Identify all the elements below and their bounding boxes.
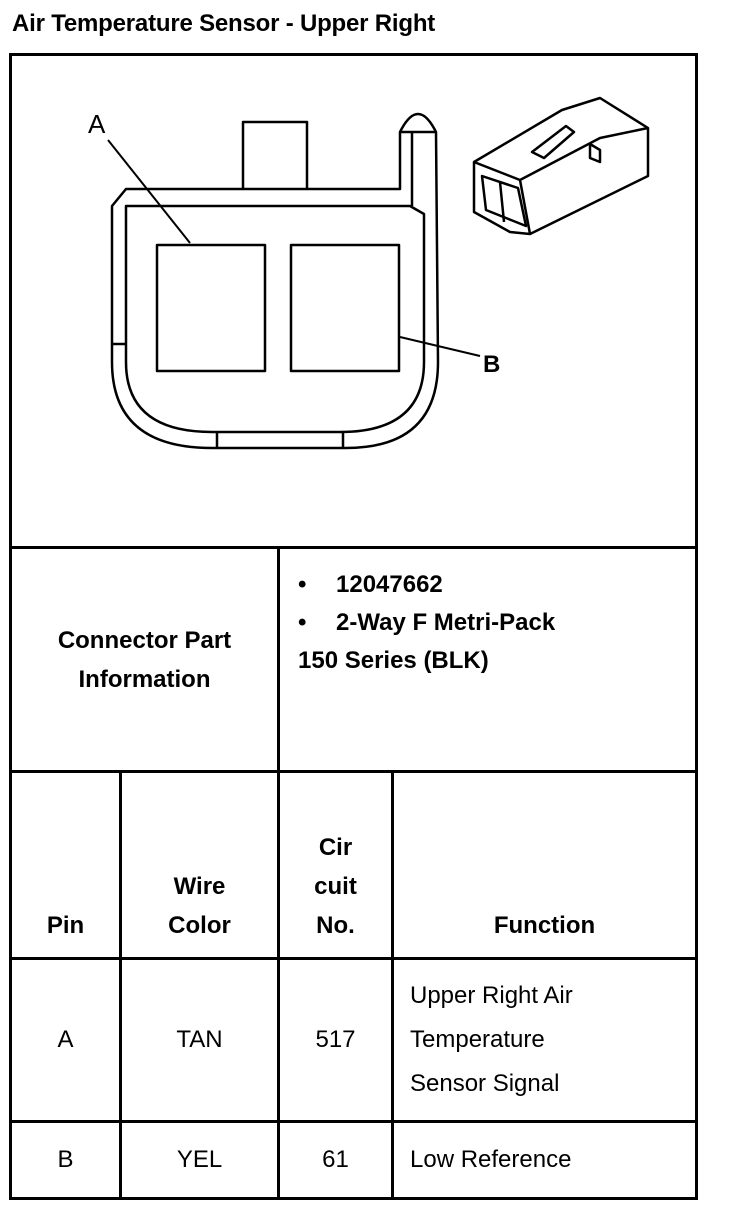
divider-connector-bottom <box>9 770 698 773</box>
row-a-function-line3: Sensor Signal <box>410 1070 560 1097</box>
header-function: Function <box>394 773 695 957</box>
row-a-circuit: 517 <box>315 1026 356 1053</box>
header-function-text: Function <box>493 912 596 939</box>
header-pin: Pin <box>12 773 119 957</box>
header-wire-color-line1: Wire <box>173 873 226 900</box>
row-b-function-line1: Low Reference <box>410 1146 572 1173</box>
bullet-icon: • <box>298 609 307 636</box>
row-a-wire-color: TAN <box>176 1026 223 1053</box>
header-wire-color: Wire Color <box>122 773 277 957</box>
header-circuit-no: Cir cuit No. <box>280 773 391 957</box>
connector-diagram: A B <box>88 96 650 450</box>
row-a-function-line1: Upper Right Air <box>410 982 573 1009</box>
header-circuit-line1: Cir <box>318 834 353 861</box>
header-pin-text: Pin <box>46 912 85 939</box>
header-circuit-line3: No. <box>316 912 355 939</box>
divider-connector-col <box>277 546 280 1200</box>
header-circuit-line2: cuit <box>314 873 357 900</box>
part-description-item: • 2-Way F Metri-Pack <box>298 604 555 642</box>
connector-part-label-line2: Information <box>78 665 211 693</box>
part-number: 12047662 <box>336 571 443 598</box>
connector-part-label-line1: Connector Part <box>57 626 232 654</box>
row-a-pin: A <box>57 1026 74 1053</box>
row-b-pin: B <box>57 1146 74 1173</box>
page-title: Air Temperature Sensor - Upper Right <box>12 10 436 37</box>
part-description-line2: 150 Series (BLK) <box>298 647 489 674</box>
row-b-circuit: 61 <box>322 1146 349 1173</box>
divider-circuit-col <box>391 770 394 1200</box>
pin-a-callout: A <box>88 109 106 139</box>
divider-row-b-bottom <box>9 1197 698 1200</box>
connector-part-details: • 12047662 • 2-Way F Metri-Pack 150 Series… <box>298 566 555 680</box>
divider-diagram-bottom <box>9 546 698 549</box>
header-wire-color-line2: Color <box>168 912 231 939</box>
connector-table-frame <box>9 53 698 1200</box>
row-b-function: Low Reference <box>410 1123 695 1197</box>
divider-row-a-bottom <box>9 1120 698 1123</box>
divider-header-bottom <box>9 957 698 960</box>
row-b-wire-color: YEL <box>176 1146 223 1173</box>
row-a-function: Upper Right Air Temperature Sensor Signa… <box>410 960 695 1120</box>
part-number-item: • 12047662 <box>298 566 555 604</box>
connector-part-label: Connector Part Information <box>12 549 277 770</box>
row-a-function-line2: Temperature <box>410 1026 545 1053</box>
pin-b-callout: B <box>483 351 500 378</box>
bullet-icon: • <box>298 571 307 598</box>
divider-pin-col <box>119 770 122 1200</box>
part-description-line1: 2-Way F Metri-Pack <box>336 609 556 636</box>
